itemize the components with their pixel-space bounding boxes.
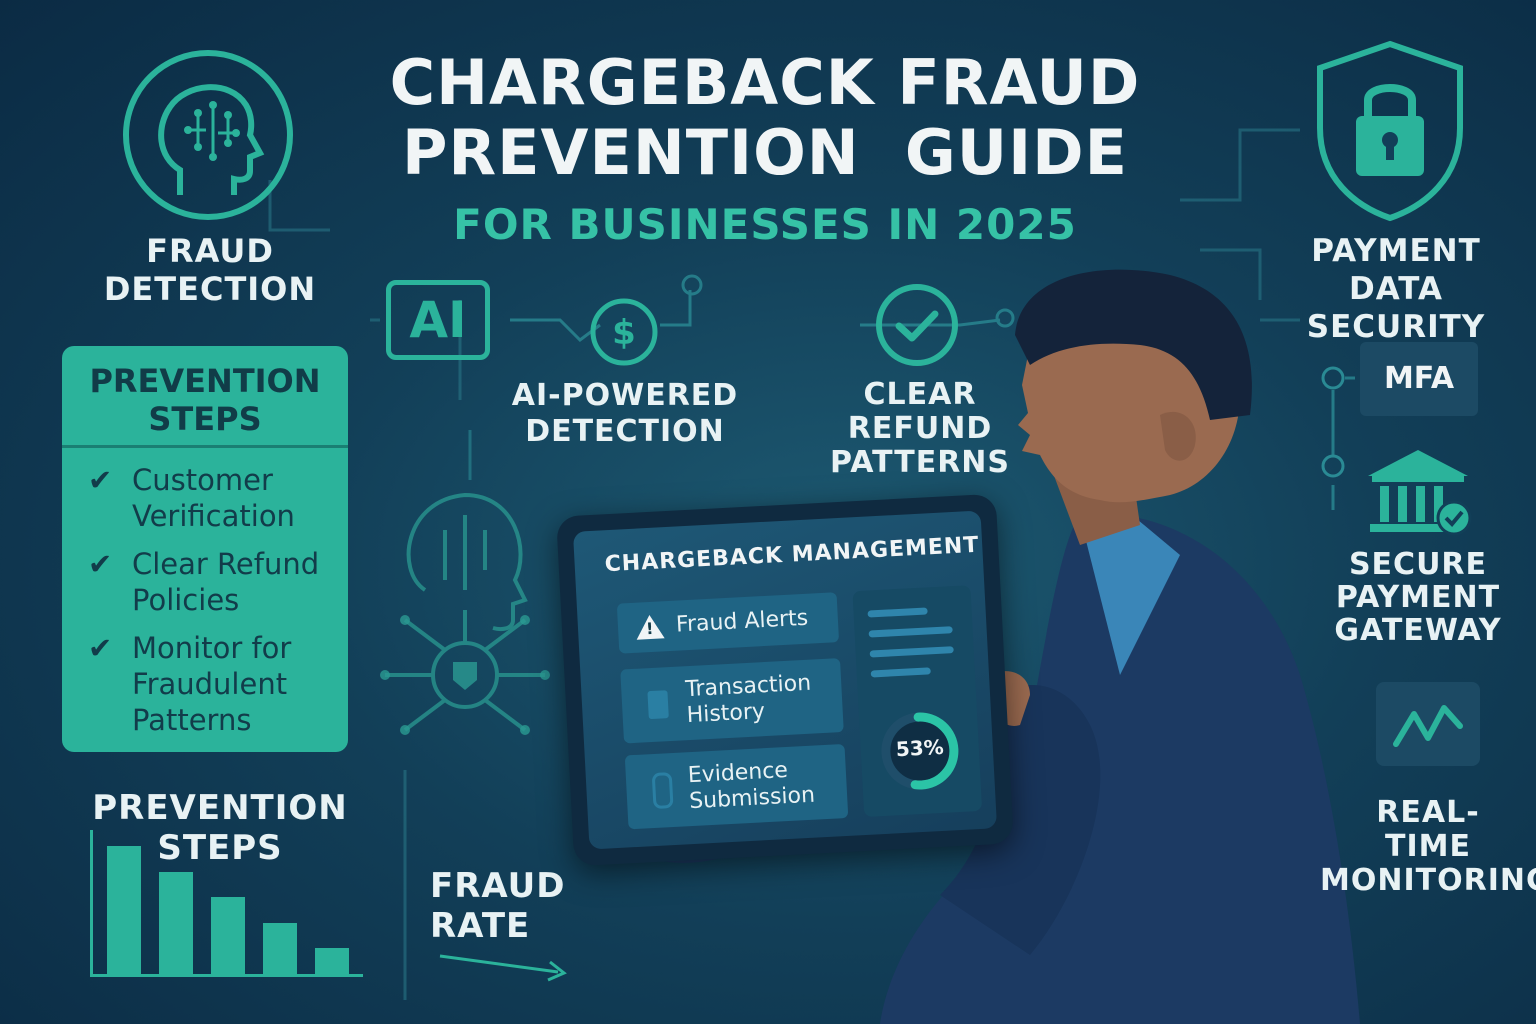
text-line-placeholder bbox=[867, 607, 928, 618]
monitoring-line-2: TIME bbox=[1385, 829, 1471, 864]
monitoring-line-3: MONITORING bbox=[1320, 863, 1536, 898]
fraud-detection-label: FRAUD DETECTION bbox=[90, 232, 330, 308]
chart-bar bbox=[159, 872, 193, 974]
trend-arrow-icon bbox=[439, 954, 567, 982]
gateway-label: SECURE PAYMENT GATEWAY bbox=[1318, 548, 1518, 647]
chart-bar bbox=[107, 846, 141, 974]
prevention-steps-card: PREVENTION STEPS ✔ Customer Verification… bbox=[62, 346, 348, 752]
monitoring-label: REAL- TIME MONITORING bbox=[1320, 796, 1536, 898]
gateway-line-2: PAYMENT bbox=[1335, 580, 1501, 615]
businessman-illustration bbox=[579, 269, 1360, 1024]
list-item: ✔ Customer Verification bbox=[88, 462, 338, 534]
ai-badge: AI bbox=[386, 280, 490, 360]
prevention-chart-title-line-2: STEPS bbox=[157, 828, 283, 868]
prevention-steps-card-title: PREVENTION STEPS bbox=[62, 346, 348, 448]
connector-nodes bbox=[1321, 366, 1345, 478]
gauge-label: 53% bbox=[895, 734, 945, 762]
title-line-2: PREVENTION GUIDE bbox=[401, 116, 1128, 189]
tablet-title: CHARGEBACK MANAGEMENT bbox=[604, 532, 980, 578]
mfa-badge: MFA bbox=[1360, 342, 1478, 416]
prevention-card-title-line-1: PREVENTION bbox=[89, 362, 321, 400]
bank-icon bbox=[1368, 450, 1472, 536]
refund-patterns-line-2: REFUND bbox=[847, 411, 993, 446]
shield-lock-icon bbox=[1317, 40, 1463, 222]
page-title: CHARGEBACK FRAUD PREVENTION GUIDE bbox=[300, 48, 1230, 188]
svg-text:$: $ bbox=[612, 313, 636, 353]
evidence-submission-line-2: Submission bbox=[688, 782, 816, 815]
prevention-steps-list: ✔ Customer Verification ✔ Clear Refund P… bbox=[62, 448, 348, 738]
refund-patterns-line-3: PATTERNS bbox=[829, 445, 1011, 480]
title-line-1: CHARGEBACK FRAUD bbox=[389, 46, 1141, 119]
transaction-history-line-2: History bbox=[686, 699, 766, 729]
prevention-bar-chart bbox=[90, 830, 363, 977]
pulse-icon bbox=[1376, 682, 1480, 766]
check-circle-icon bbox=[876, 284, 958, 366]
fraud-alerts-item[interactable]: ! Fraud Alerts bbox=[616, 592, 840, 654]
payment-security-line-2: DATA SECURITY bbox=[1306, 271, 1486, 345]
fraud-detection-line-1: FRAUD bbox=[146, 232, 274, 270]
warning-icon: ! bbox=[635, 614, 665, 640]
tablet-screen: CHARGEBACK MANAGEMENT ! Fraud Alerts Tra… bbox=[572, 510, 998, 850]
document-icon bbox=[647, 690, 669, 720]
monitoring-line-1: REAL- bbox=[1376, 795, 1480, 830]
fraud-alerts-label: Fraud Alerts bbox=[675, 605, 809, 638]
summary-panel: 53% bbox=[852, 585, 983, 818]
fraud-rate-line-1: FRAUD bbox=[430, 866, 566, 906]
list-item-label: Clear Refund Policies bbox=[132, 547, 320, 617]
progress-gauge bbox=[881, 712, 959, 790]
check-icon: ✔ bbox=[88, 463, 113, 497]
ai-detection-label: AI-POWERED DETECTION bbox=[500, 378, 750, 450]
dollar-coin-icon: $ bbox=[590, 298, 658, 366]
check-icon: ✔ bbox=[88, 547, 113, 581]
chart-bar bbox=[263, 923, 297, 974]
list-item-label: Customer Verification bbox=[132, 463, 295, 533]
page-subtitle: FOR BUSINESSES IN 2025 bbox=[453, 200, 1077, 249]
list-item: ✔ Monitor for Fraudulent Patterns bbox=[88, 630, 338, 738]
tablet-device: CHARGEBACK MANAGEMENT ! Fraud Alerts Tra… bbox=[556, 493, 1014, 867]
ai-detection-line-2: DETECTION bbox=[525, 414, 725, 449]
refund-patterns-label: CLEAR REFUND PATTERNS bbox=[820, 378, 1020, 480]
prevention-card-title-line-2: STEPS bbox=[148, 400, 262, 438]
payment-security-line-1: PAYMENT bbox=[1311, 233, 1481, 269]
evidence-submission-label: Evidence Submission bbox=[687, 757, 815, 816]
text-line-placeholder bbox=[870, 667, 931, 678]
fraud-rate-label: FRAUD RATE bbox=[430, 866, 580, 946]
paperclip-icon bbox=[651, 772, 674, 810]
transaction-history-label: Transaction History bbox=[685, 671, 813, 730]
text-line-placeholder bbox=[868, 626, 953, 638]
chart-bar bbox=[211, 897, 245, 974]
evidence-submission-item[interactable]: Evidence Submission bbox=[624, 743, 849, 830]
transaction-history-item[interactable]: Transaction History bbox=[620, 658, 844, 744]
ai-detection-line-1: AI-POWERED bbox=[511, 378, 739, 413]
brain-head-icon bbox=[123, 50, 293, 220]
gateway-line-3: GATEWAY bbox=[1334, 613, 1502, 648]
refund-patterns-line-1: CLEAR bbox=[863, 377, 977, 412]
prevention-chart-title-line-1: PREVENTION bbox=[92, 788, 348, 828]
prevention-chart-title: PREVENTION STEPS bbox=[90, 788, 350, 868]
fraud-rate-line-2: RATE bbox=[430, 906, 531, 946]
circuit-head-icon bbox=[380, 492, 550, 735]
check-icon: ✔ bbox=[88, 631, 113, 665]
payment-security-label: PAYMENT DATA SECURITY bbox=[1268, 232, 1524, 346]
list-item: ✔ Clear Refund Policies bbox=[88, 546, 338, 618]
chart-bar bbox=[315, 948, 349, 974]
gateway-line-1: SECURE bbox=[1348, 547, 1488, 582]
list-item-label: Monitor for Fraudulent Patterns bbox=[132, 631, 292, 737]
warning-glyph: ! bbox=[645, 618, 654, 639]
text-line-placeholder bbox=[869, 646, 954, 658]
fraud-detection-line-2: DETECTION bbox=[103, 270, 317, 308]
